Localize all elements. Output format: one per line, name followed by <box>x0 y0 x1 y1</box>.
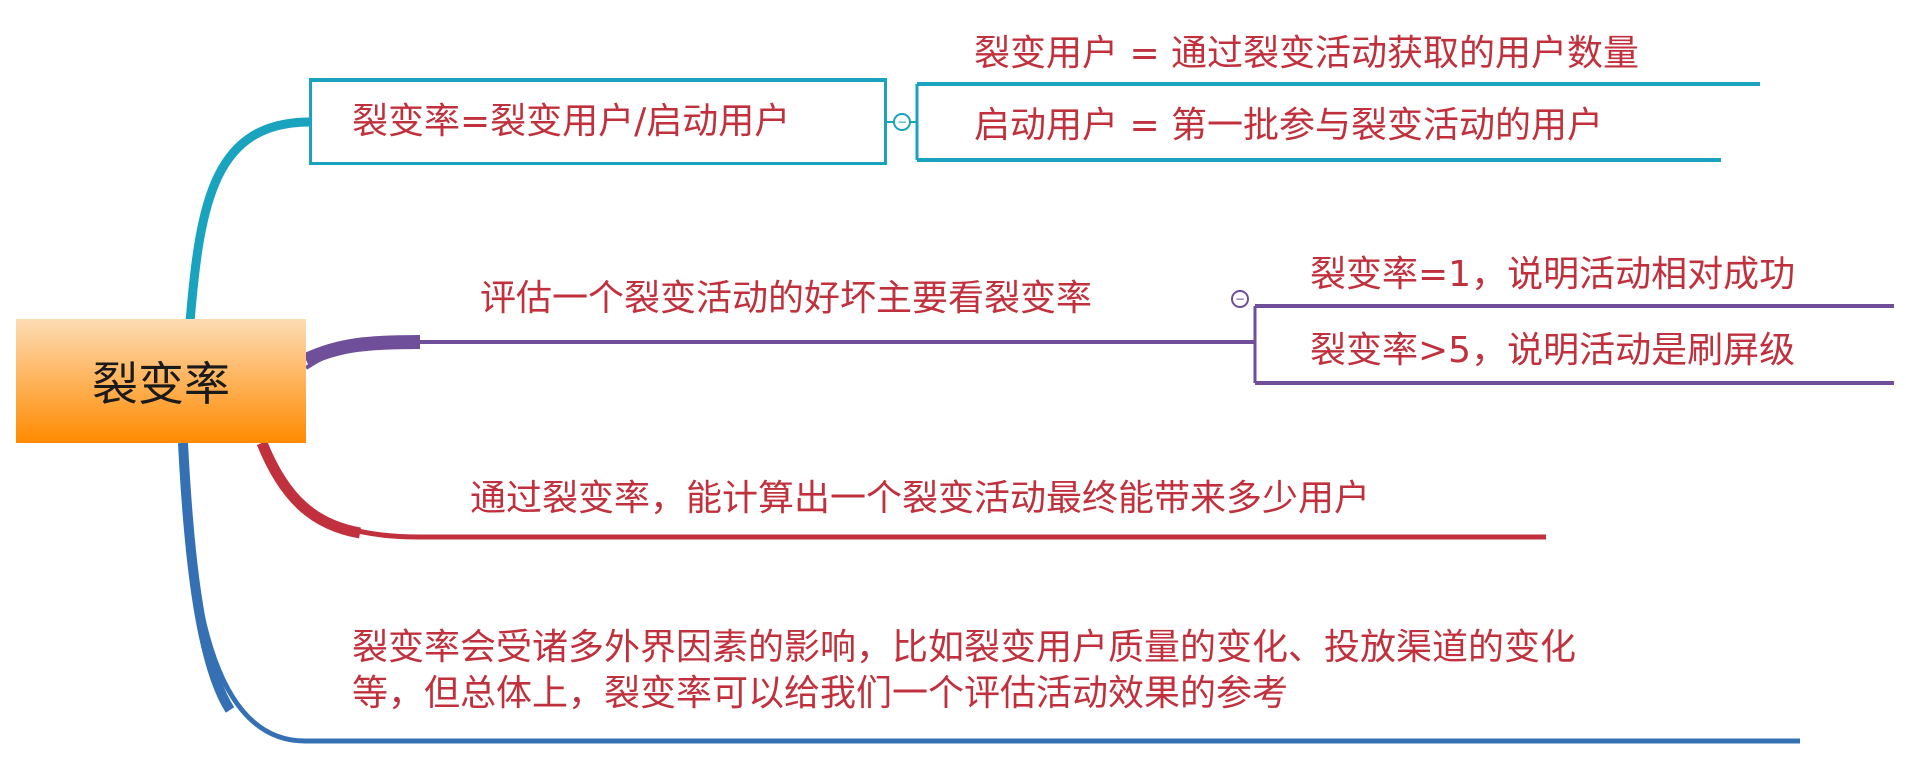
blue-connector-thick <box>178 442 235 713</box>
collapse-icon[interactable]: − <box>893 113 911 131</box>
teal-connector <box>185 117 311 323</box>
branch-2-child-1: 裂变率=1，说明活动相对成功 <box>1310 254 1796 295</box>
purple-connector <box>304 340 1255 370</box>
collapse-icon[interactable]: − <box>1231 290 1249 308</box>
branch-2-child-2: 裂变率>5，说明活动是刷屏级 <box>1310 330 1796 371</box>
purple-connector-thick <box>303 335 421 367</box>
branch-3-label: 通过裂变率，能计算出一个裂变活动最终能带来多少用户 <box>470 478 1371 519</box>
root-label: 裂变率 <box>92 357 230 411</box>
root-topic[interactable]: 裂变率 <box>16 319 306 443</box>
branch-4-label-line-2: 等，但总体上，裂变率可以给我们一个评估活动效果的参考 <box>352 673 1289 714</box>
branch-2-label: 评估一个裂变活动的好坏主要看裂变率 <box>480 278 1093 319</box>
branch-1-box[interactable] <box>309 78 887 165</box>
branch-1-child-2: 启动用户 = 第一批参与裂变活动的用户 <box>974 105 1604 146</box>
branch-4-label-line-1: 裂变率会受诸多外界因素的影响，比如裂变用户质量的变化、投放渠道的变化 <box>352 627 1577 668</box>
red-connector-thick <box>256 440 362 539</box>
branch-1-label: 裂变率=裂变用户/启动用户 <box>352 101 791 142</box>
branch-1-child-1: 裂变用户 = 通过裂变活动获取的用户数量 <box>974 33 1640 74</box>
